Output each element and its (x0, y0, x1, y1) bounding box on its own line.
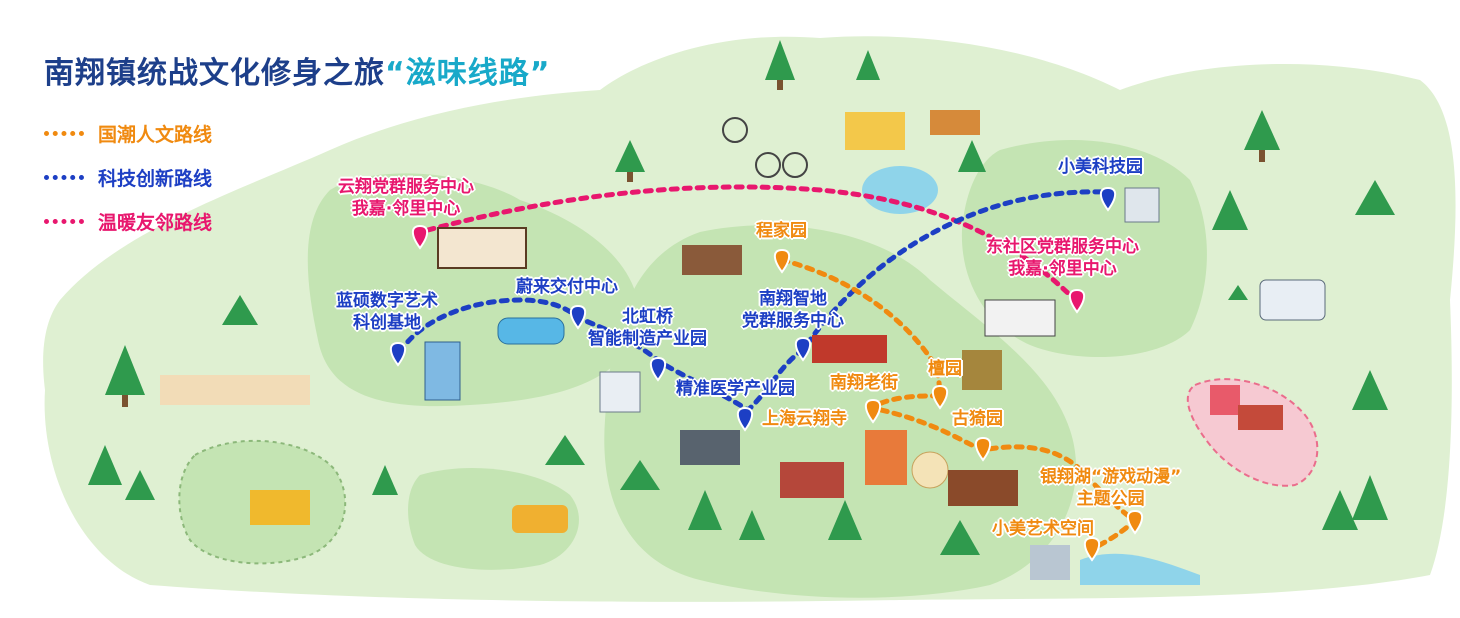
place-label-line: 上海云翔寺 (762, 409, 847, 429)
marker-chengjiayuan (773, 248, 791, 274)
legend-label: 科技创新路线 (98, 168, 213, 190)
legend-item-blue: 科技创新路线 (44, 164, 212, 191)
route-orange (779, 257, 1140, 553)
marker-nanxiang-laojie (864, 398, 882, 424)
place-label-line: 古猗园 (952, 409, 1003, 429)
place-label-line: 智能制造产业园 (588, 329, 707, 349)
place-yunxiang-center[interactable]: 云翔党群服务中心 我嘉·邻里中心 (338, 176, 474, 220)
place-weilai[interactable]: 蔚来交付中心 (516, 276, 618, 298)
place-label-line: 小美艺术空间 (992, 519, 1094, 539)
marker-guyiyuan (974, 436, 992, 462)
marker-nanxiang-zhidi (794, 336, 812, 362)
place-label-line: 精准医学产业园 (676, 379, 795, 399)
title-main: 南翔镇统战文化修身之旅 (44, 56, 385, 91)
place-xiaomei-keji[interactable]: 小美科技园 (1058, 156, 1143, 178)
place-chengjiayuan[interactable]: 程家园 (756, 220, 807, 242)
legend-item-orange: 国潮人文路线 (44, 120, 212, 147)
route-pink (425, 184, 1078, 303)
title-highlight: “滋味线路” (385, 56, 551, 91)
place-guyiyuan[interactable]: 古猗园 (952, 408, 1003, 430)
place-label-line: 程家园 (756, 221, 807, 241)
marker-lanshuo (389, 341, 407, 367)
route-blue (397, 189, 1109, 414)
place-label-line: 云翔党群服务中心 (338, 177, 474, 197)
place-label-line: 蔚来交付中心 (516, 277, 618, 297)
place-label-line: 檀园 (928, 359, 962, 379)
place-label-line: 我嘉·邻里中心 (1008, 259, 1117, 279)
marker-yunxiang-center (411, 224, 429, 250)
place-nanxiang-laojie[interactable]: 南翔老街 (830, 372, 898, 394)
place-lanshuo[interactable]: 蓝硕数字艺术 科创基地 (336, 290, 438, 334)
marker-xiaomei-keji (1099, 186, 1117, 212)
building-sketches (160, 110, 1326, 580)
place-xiaomei-yishu[interactable]: 小美艺术空间 (992, 518, 1094, 540)
place-label-line: 我嘉·邻里中心 (351, 199, 461, 219)
marker-xiaomei-yishu (1083, 536, 1101, 562)
place-yunxiang-si[interactable]: 上海云翔寺 (762, 408, 847, 430)
marker-beihongqiao (649, 356, 667, 382)
place-dongshequ[interactable]: 东社区党群服务中心 我嘉·邻里中心 (986, 236, 1139, 280)
marker-weilai (569, 304, 587, 330)
place-label-line: 蓝硕数字艺术 (336, 291, 438, 311)
legend-dash-orange (44, 131, 84, 136)
place-label-line: 党群服务中心 (742, 311, 844, 331)
legend-item-pink: 温暖友邻路线 (44, 208, 212, 235)
location-markers (389, 186, 1144, 562)
lake (862, 166, 938, 214)
place-tanyuan[interactable]: 檀园 (928, 358, 962, 380)
tree-group (88, 40, 1395, 555)
marker-jingzhun (736, 406, 754, 432)
legend-dash-blue (44, 175, 84, 180)
place-label-line: 南翔智地 (759, 289, 827, 309)
place-yinxianghu[interactable]: 银翔湖“游戏动漫” 主题公园 (1040, 466, 1181, 510)
marker-dongshequ (1068, 288, 1086, 314)
place-label-line: 北虹桥 (622, 307, 673, 327)
place-nanxiang-zhidi[interactable]: 南翔智地 党群服务中心 (742, 288, 844, 332)
legend-dash-pink (44, 219, 84, 224)
place-label-line: 银翔湖“游戏动漫” (1040, 467, 1182, 487)
place-label-line: 东社区党群服务中心 (986, 237, 1139, 257)
place-jingzhun[interactable]: 精准医学产业园 (676, 378, 795, 400)
legend-label: 国潮人文路线 (98, 124, 213, 146)
page-title: 南翔镇统战文化修身之旅“滋味线路” (44, 48, 550, 92)
legend-label: 温暖友邻路线 (98, 212, 213, 234)
place-label-line: 主题公园 (1076, 489, 1145, 509)
green-zone-bbq (408, 467, 579, 570)
place-label-line: 南翔老街 (830, 373, 898, 393)
river (1080, 553, 1200, 585)
marker-yinxianghu (1126, 509, 1144, 535)
marker-tanyuan (931, 384, 949, 410)
place-label-line: 小美科技园 (1058, 157, 1143, 177)
place-beihongqiao[interactable]: 北虹桥 智能制造产业园 (588, 306, 707, 350)
place-label-line: 科创基地 (353, 313, 421, 333)
